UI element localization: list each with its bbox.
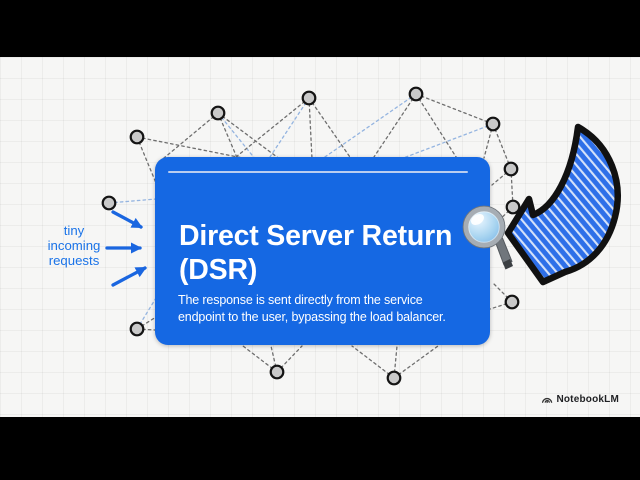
brand-watermark: NotebookLM xyxy=(541,393,619,405)
network-edge xyxy=(267,97,310,161)
network-node xyxy=(301,90,317,106)
network-node xyxy=(101,195,117,211)
big-curved-arrow xyxy=(504,123,621,286)
network-node xyxy=(129,129,145,145)
network-edge xyxy=(136,297,157,330)
request-arrow xyxy=(111,266,147,287)
side-label-line1: tiny xyxy=(63,223,85,238)
card-divider xyxy=(168,171,468,173)
tiny-incoming-requests-label: tiny incoming requests xyxy=(22,223,126,269)
network-edge xyxy=(270,345,278,373)
network-node xyxy=(269,364,285,380)
card-title: Direct Server Return (DSR) xyxy=(179,219,452,287)
network-edge xyxy=(491,281,513,303)
card-body-line2: endpoint to the user, bypassing the load… xyxy=(178,309,446,324)
card-body-line1: The response is sent directly from the s… xyxy=(178,293,423,307)
network-node xyxy=(485,116,501,132)
magnifier-handle xyxy=(494,237,513,266)
notebooklm-logo-icon xyxy=(542,397,553,403)
side-label-line3: requests xyxy=(48,253,100,269)
network-edge xyxy=(217,112,239,161)
network-edge xyxy=(371,93,417,161)
slide-stage: Direct Server Return (DSR) The response … xyxy=(0,57,640,417)
network-node xyxy=(386,370,402,386)
network-edge xyxy=(321,93,417,160)
side-label-line2: incoming xyxy=(47,238,101,254)
network-edge xyxy=(415,93,459,161)
brand-name: NotebookLM xyxy=(556,393,619,405)
network-edge xyxy=(415,93,494,125)
card-body-text: The response is sent directly from the s… xyxy=(178,292,446,325)
network-edge xyxy=(308,97,353,161)
magnifier-handle-tip xyxy=(502,259,513,270)
network-edge xyxy=(136,328,156,331)
network-edge xyxy=(351,345,395,379)
network-edge xyxy=(276,345,303,373)
network-edge xyxy=(496,206,514,223)
network-node xyxy=(503,161,519,177)
card-title-line2: (DSR) xyxy=(179,254,258,286)
network-edge xyxy=(308,97,313,160)
network-edge xyxy=(393,345,439,379)
network-edge xyxy=(489,301,513,310)
network-node xyxy=(505,199,521,215)
network-edge xyxy=(397,123,494,161)
network-edge xyxy=(217,112,257,161)
network-edge xyxy=(510,168,514,208)
network-edge xyxy=(492,123,512,170)
card-title-line1: Direct Server Return xyxy=(179,220,453,252)
network-edge xyxy=(230,97,310,162)
network-edge xyxy=(242,345,278,373)
network-edge xyxy=(217,112,282,161)
network-edge xyxy=(108,198,157,204)
network-edge xyxy=(491,168,512,186)
network-edge xyxy=(393,345,398,379)
network-edge xyxy=(136,136,157,184)
network-edge xyxy=(157,112,219,164)
network-node xyxy=(210,105,226,121)
network-node xyxy=(408,86,424,102)
dsr-card: Direct Server Return (DSR) The response … xyxy=(155,157,490,345)
network-node xyxy=(129,321,145,337)
network-edge xyxy=(483,123,494,159)
network-edge xyxy=(136,316,157,330)
network-node xyxy=(504,294,520,310)
